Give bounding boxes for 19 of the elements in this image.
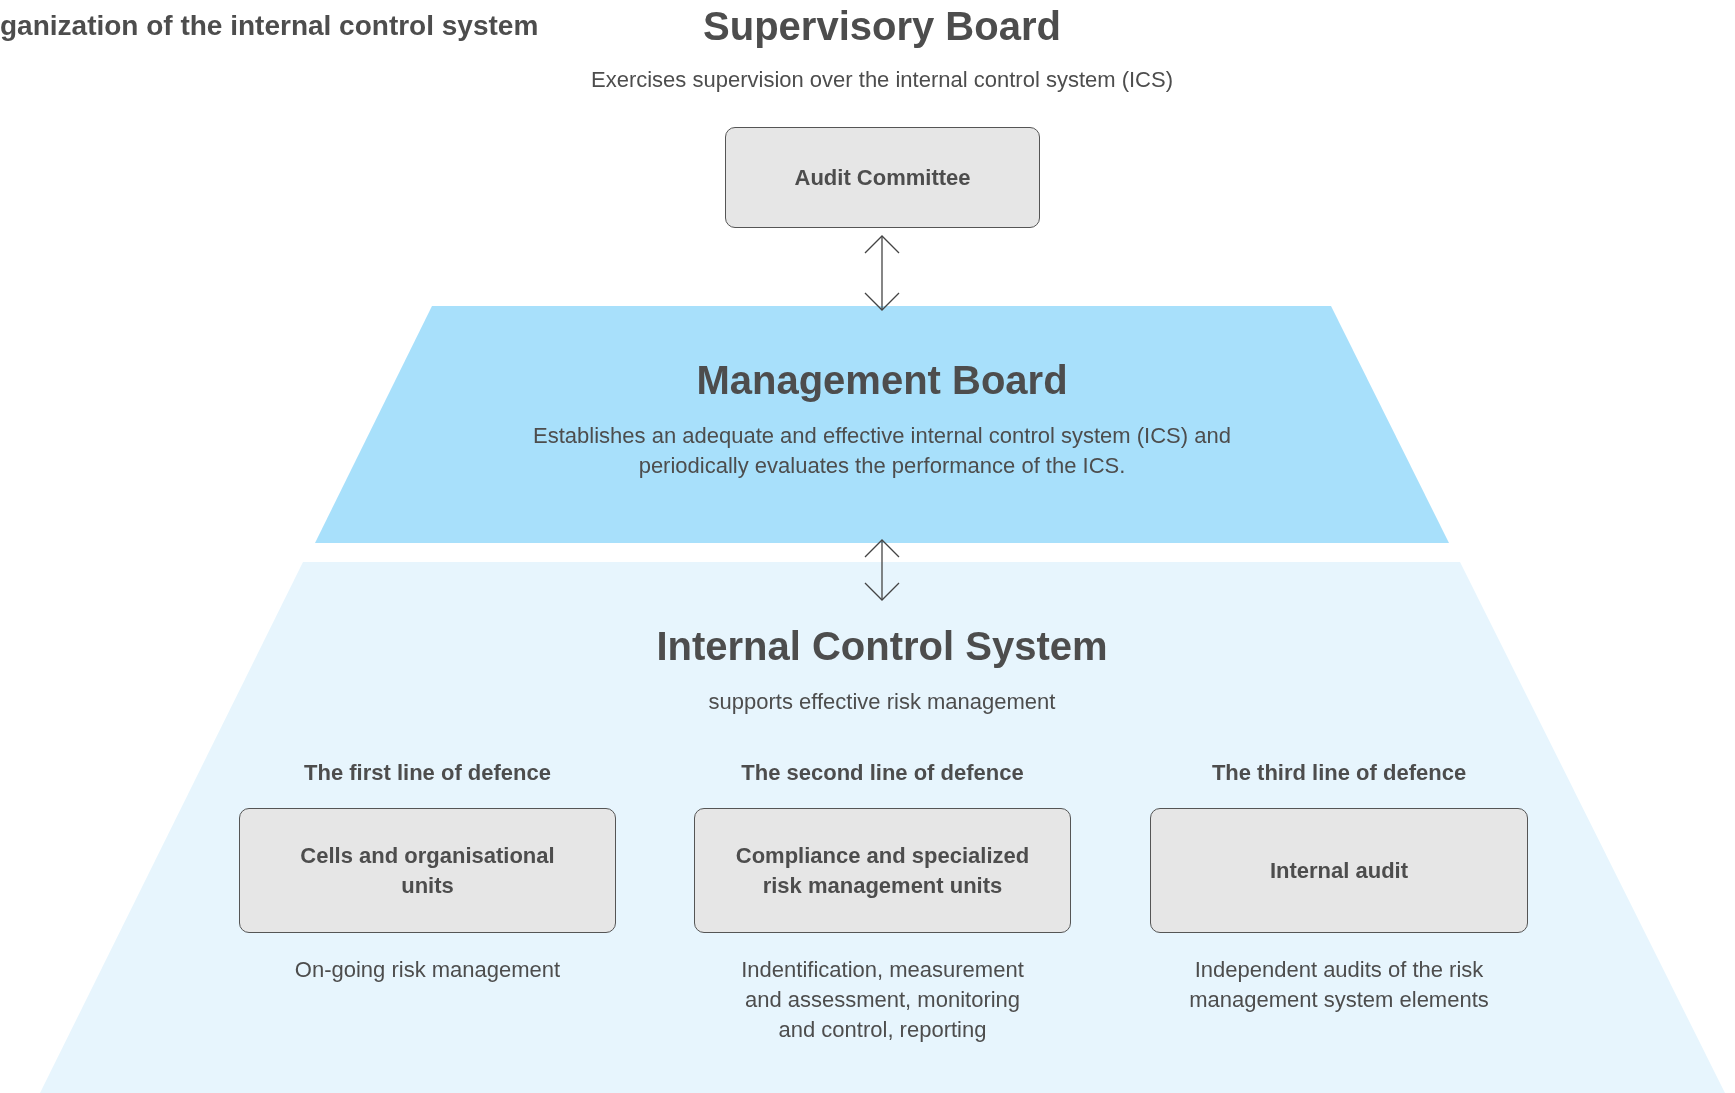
band-heading: Management Board: [695, 357, 1069, 404]
double-arrow: [864, 235, 900, 311]
unit-description: Indentification, measurement and assessment, monitoring and control, reporting: [740, 956, 1025, 1044]
band-description: Establishes an adequate and effective internal control system (ICS) and periodically evaluates the performance of the ICS.: [532, 422, 1232, 480]
band-heading: Internal Control System: [655, 623, 1109, 670]
committee-box: Audit Committee: [725, 127, 1040, 228]
board-description: Exercises supervision over the internal control system (ICS): [590, 67, 1174, 94]
column-heading: The first line of defence: [303, 759, 552, 787]
band-description: supports effective risk management: [707, 688, 1057, 716]
unit-description: Independent audits of the risk management system elements: [1188, 956, 1490, 1014]
column-heading: The third line of defence: [1210, 759, 1468, 787]
unit-box: Compliance and specialized risk management units: [694, 808, 1071, 933]
double-arrow: [864, 539, 900, 601]
unit-box: Internal audit: [1150, 808, 1528, 933]
unit-box: Cells and organisational units: [239, 808, 616, 933]
column-heading: The second line of defence: [740, 759, 1025, 787]
unit-description: On-going risk management: [293, 956, 562, 984]
board-heading: Supervisory Board: [702, 3, 1062, 50]
diagram-title: ganization of the internal control system: [0, 10, 539, 42]
